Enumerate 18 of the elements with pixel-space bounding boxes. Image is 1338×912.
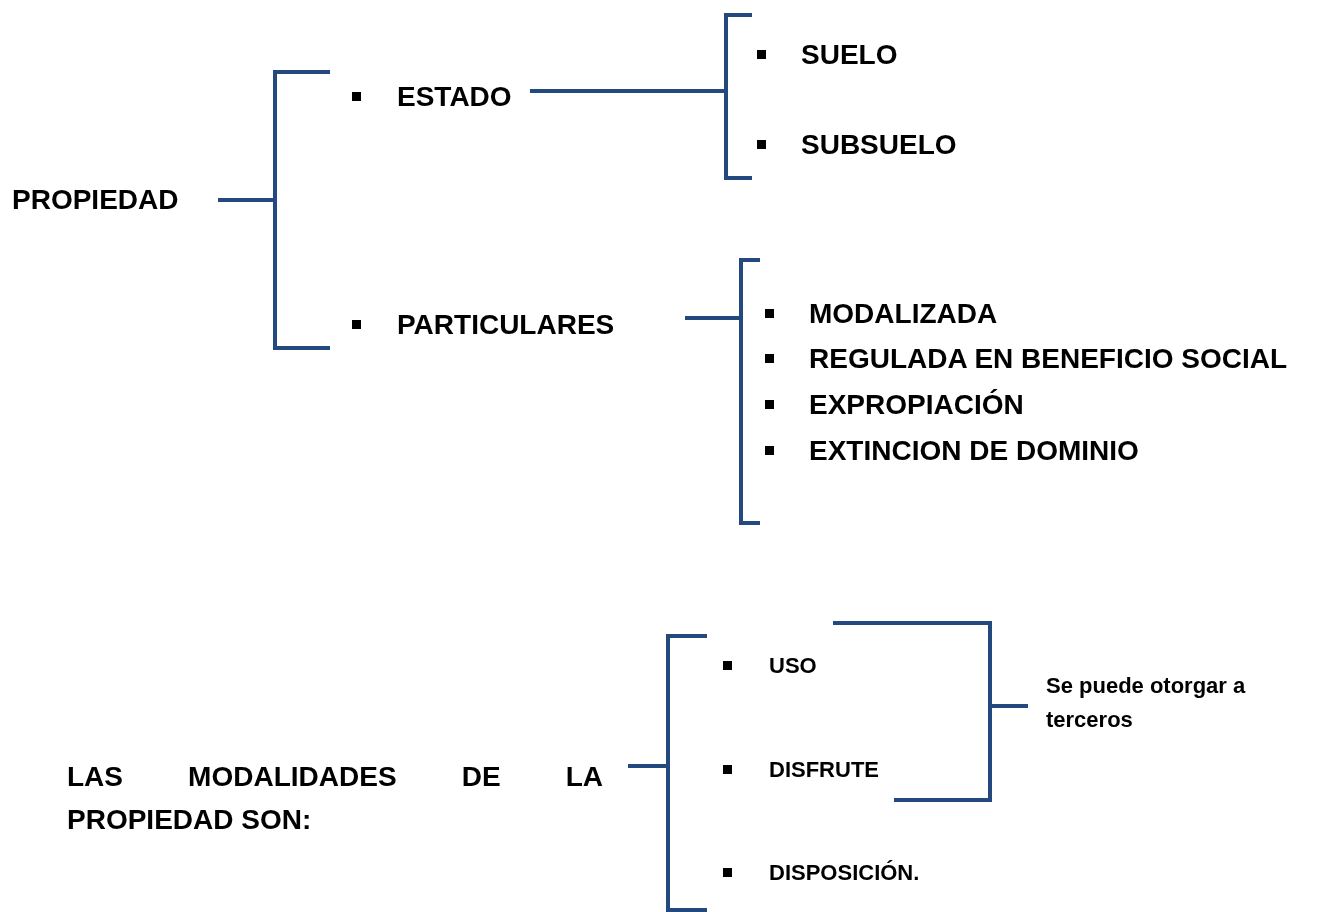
- item-text: PARTICULARES: [397, 308, 615, 342]
- item-text: DISFRUTE: [769, 756, 879, 784]
- item-text: EXTINCION DE DOMINIO: [809, 434, 1139, 468]
- item-text: USO: [769, 652, 817, 680]
- bracket-connector: [530, 89, 752, 180]
- item-text: SUELO: [801, 38, 898, 72]
- bracket-connector: [894, 704, 1028, 802]
- item-text: DISPOSICIÓN.: [769, 859, 920, 887]
- item-text: SUBSUELO: [801, 128, 957, 162]
- item-text: ESTADO: [397, 80, 512, 114]
- item-text: Se puede otorgar a terceros: [1046, 672, 1247, 734]
- item-text: LAS MODALIDADES DE LA PROPIEDAD SON:: [67, 760, 603, 837]
- bracket-connector: [218, 198, 330, 350]
- item-text: PROPIEDAD: [12, 183, 179, 217]
- item-text: EXPROPIACIÓN: [809, 388, 1024, 422]
- item-text: REGULADA EN BENEFICIO SOCIAL: [809, 342, 1288, 376]
- item-text: MODALIZADA: [809, 297, 998, 331]
- bracket-connector: [628, 764, 707, 912]
